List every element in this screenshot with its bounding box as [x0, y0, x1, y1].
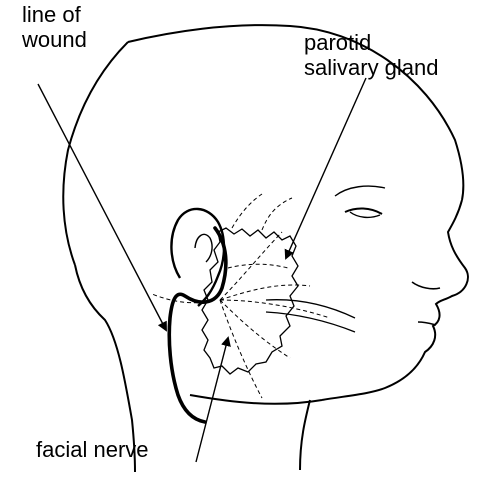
parotid-duct-upper — [266, 300, 355, 318]
wound-incision-line — [169, 228, 226, 422]
parotid-duct-lower — [266, 312, 355, 332]
label-line-of-wound-line2: wound — [22, 27, 87, 52]
skull-back-outline — [63, 42, 128, 265]
jaw-outline — [190, 395, 322, 404]
neck-front-outline — [300, 400, 310, 470]
wound-pointer-line — [38, 84, 166, 330]
label-parotid-line1: parotid — [304, 30, 439, 55]
label-parotid-salivary-gland: parotid salivary gland — [304, 30, 439, 80]
eyebrow — [335, 186, 385, 196]
mouth-line — [418, 322, 436, 325]
parotid-pointer-line — [286, 78, 366, 258]
eye-lashes — [350, 212, 380, 217]
label-line-of-wound-line1: line of — [22, 2, 87, 27]
label-parotid-line2: salivary gland — [304, 55, 439, 80]
face-profile-outline — [322, 200, 468, 400]
label-line-of-wound: line of wound — [22, 2, 87, 52]
ear-inner — [195, 234, 212, 262]
nostril — [412, 282, 440, 289]
label-facial-nerve: facial nerve — [36, 437, 149, 462]
